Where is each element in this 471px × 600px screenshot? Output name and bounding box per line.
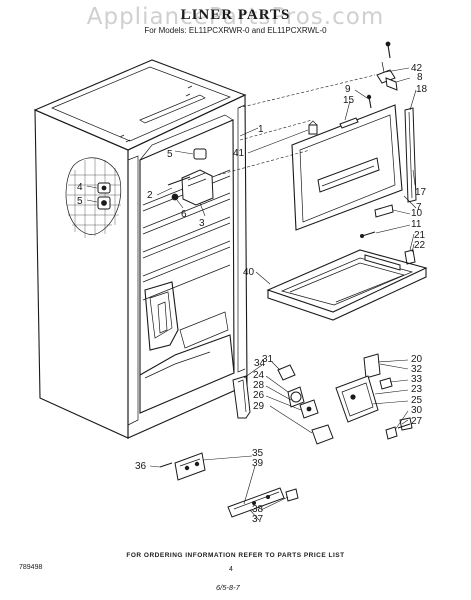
clip-33 — [379, 377, 393, 390]
diagram-title: LINER PARTS — [180, 7, 291, 23]
part-label-8: 8 — [417, 72, 423, 83]
assembly-leaders — [217, 74, 376, 176]
socket-31 — [277, 364, 296, 381]
door-panel — [291, 104, 403, 231]
door-handle-slot — [317, 157, 380, 193]
part-label-3: 3 — [199, 218, 205, 229]
knob-6 — [171, 193, 179, 201]
part-label-39: 39 — [252, 458, 264, 469]
part-label-10: 10 — [411, 208, 423, 219]
insulation-patch — [65, 157, 122, 238]
part-label-40: 40 — [243, 267, 255, 278]
part-label-33: 33 — [411, 374, 423, 385]
part-label-24: 24 — [253, 370, 265, 381]
part-label-27: 27 — [411, 416, 423, 427]
screw-2 — [167, 176, 191, 186]
ordering-note: FOR ORDERING INFORMATION REFER TO PARTS … — [126, 552, 345, 559]
tray-shelf — [266, 249, 428, 321]
part-label-28: 28 — [253, 380, 265, 391]
side-small-parts — [359, 204, 416, 265]
part-label-41: 41 — [233, 148, 245, 159]
part-label-15: 15 — [343, 95, 355, 106]
part-label-25: 25 — [411, 395, 423, 406]
part-label-20: 20 — [411, 354, 423, 365]
part-label-2: 2 — [147, 190, 153, 201]
part-label-6: 6 — [181, 209, 187, 220]
part-label-4: 4 — [77, 182, 83, 193]
light-assembly — [277, 353, 413, 445]
part-label-5-top: 5 — [167, 149, 173, 160]
part-label-26: 26 — [253, 390, 265, 401]
clip-30 — [385, 426, 398, 440]
plug-5-top — [193, 148, 207, 160]
cover-29 — [311, 424, 334, 445]
part-label-9: 9 — [345, 84, 351, 95]
part-label-7: 7 — [416, 202, 422, 213]
part-label-42: 42 — [411, 63, 423, 74]
screw-36 — [159, 462, 173, 468]
part-labels: 1 2 3 4 5 5 6 7 8 9 10 11 15 17 18 20 21… — [77, 63, 428, 525]
part-label-36: 36 — [135, 461, 147, 472]
callout-leaders — [86, 67, 417, 521]
screw-9 — [366, 94, 372, 109]
page-number: 4 — [229, 566, 233, 573]
part-label-22: 22 — [414, 240, 426, 251]
thermostat-bracket — [181, 169, 214, 206]
tray-rail — [364, 254, 401, 271]
clip-38 — [285, 488, 299, 502]
document-number: 789498 — [19, 564, 43, 571]
part-label-11: 11 — [411, 219, 422, 230]
part-label-1: 1 — [258, 124, 264, 135]
plug-41 — [308, 120, 318, 135]
switch-20 — [363, 353, 381, 379]
part-label-31: 31 — [262, 354, 274, 365]
liner-small-parts — [97, 148, 214, 210]
part-label-21: 21 — [414, 230, 426, 241]
bracket-15 — [339, 117, 359, 129]
light-shield-23 — [335, 375, 379, 423]
part-label-38: 38 — [252, 504, 264, 515]
part-label-35: 35 — [252, 448, 264, 459]
model-subtitle: For Models: EL11PCXRWR-0 and EL11PCXRWL-… — [144, 26, 327, 35]
bottom-brackets — [159, 452, 299, 518]
part-label-18: 18 — [416, 84, 428, 95]
part-label-32: 32 — [411, 364, 423, 375]
part-label-37: 37 — [252, 514, 264, 525]
date-code: 6/5-8-7 — [216, 583, 240, 592]
part-label-30: 30 — [411, 405, 423, 416]
part-label-23: 23 — [411, 384, 423, 395]
watermark-text: AppliancePartsPros.com — [86, 4, 385, 30]
part-label-5-left: 5 — [77, 196, 83, 207]
trough-34 — [232, 375, 251, 419]
hinge-assembly — [376, 41, 398, 91]
part-label-34: 34 — [254, 358, 266, 369]
part-label-17: 17 — [415, 187, 427, 198]
bracket-35 — [174, 452, 206, 481]
part-label-29: 29 — [253, 401, 265, 412]
cabinet-liner — [33, 59, 248, 439]
